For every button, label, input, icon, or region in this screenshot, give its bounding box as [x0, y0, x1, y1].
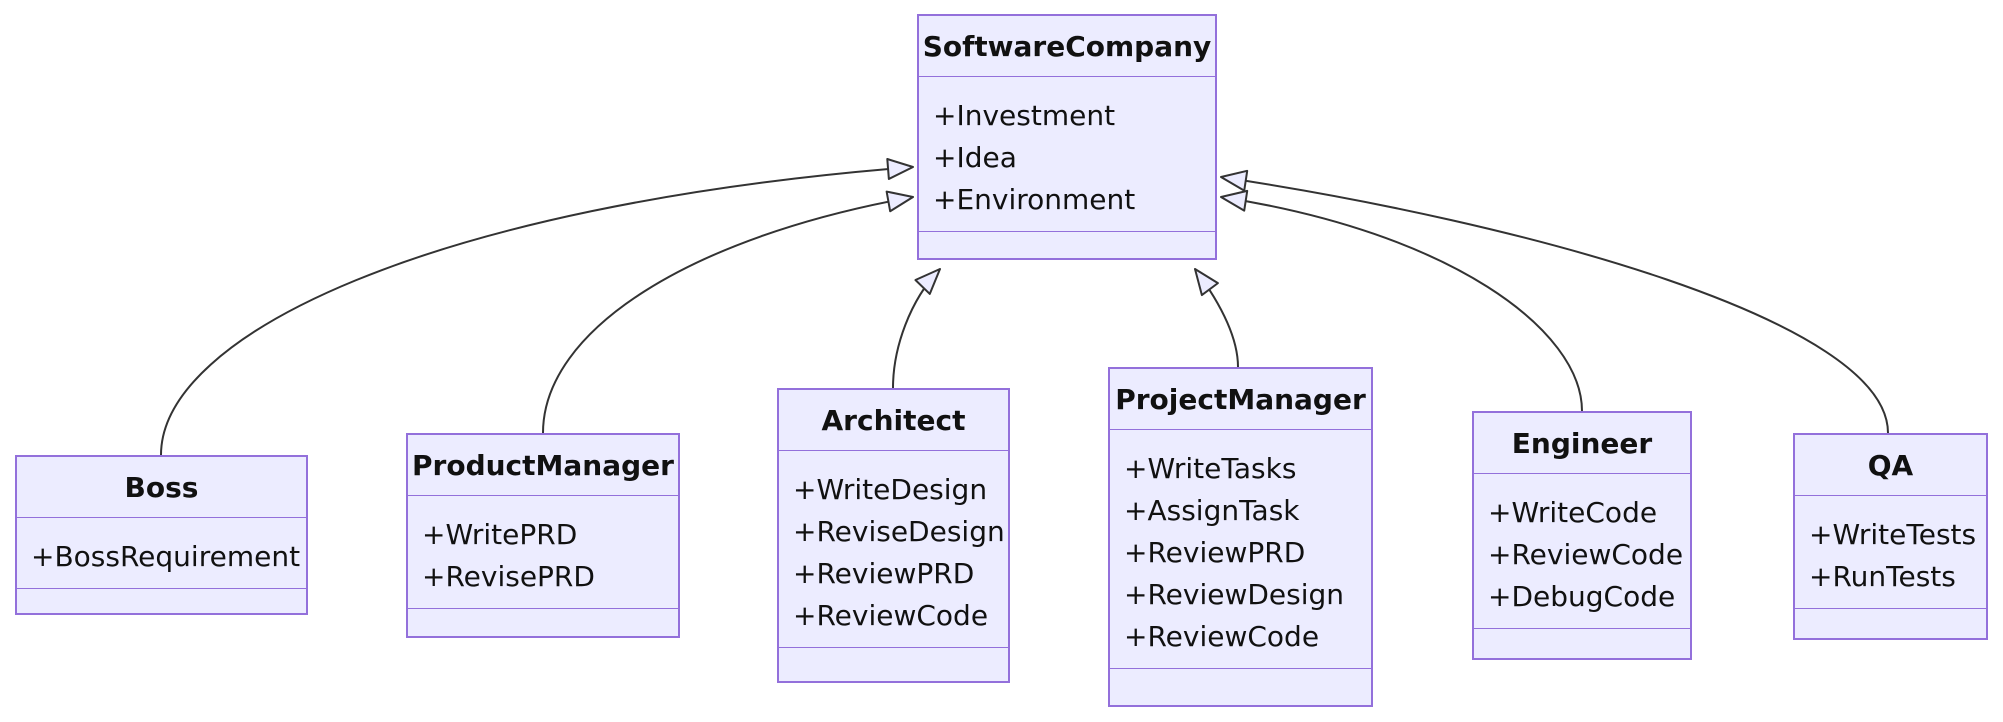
attribute: +ReviewCode [793, 599, 989, 632]
edge-engineer-softwarecompany [1220, 189, 1583, 412]
class-methods-empty [919, 231, 1215, 258]
attribute: +DebugCode [1488, 580, 1676, 613]
attribute: +WriteTests [1809, 518, 1977, 551]
attribute: +ReviewDesign [1124, 578, 1345, 611]
class-methods-empty [779, 647, 1008, 681]
class-softwarecompany: SoftwareCompany +Investment +Idea +Envir… [917, 14, 1217, 260]
attribute: +WriteDesign [793, 473, 988, 506]
attribute: +WriteTasks [1124, 452, 1297, 485]
attribute: +BossRequirement [31, 540, 301, 573]
class-methods-empty [1795, 608, 1986, 638]
class-attributes: +WriteDesign +ReviseDesign +ReviewPRD +R… [779, 451, 1008, 647]
class-attributes: +BossRequirement [17, 518, 306, 588]
attribute: +ReviewPRD [1124, 536, 1306, 569]
attribute: +RevisePRD [422, 560, 595, 593]
class-title: QA [1795, 435, 1986, 496]
class-boss: Boss +BossRequirement [15, 455, 308, 615]
class-attributes: +WriteTests +RunTests [1795, 496, 1986, 608]
class-methods-empty [408, 608, 678, 636]
class-title: Boss [17, 457, 306, 518]
class-title: ProjectManager [1110, 369, 1371, 430]
attribute: +ReviewPRD [793, 557, 975, 590]
class-methods-empty [1474, 628, 1690, 658]
class-projectmanager: ProjectManager +WriteTasks +AssignTask +… [1108, 367, 1373, 707]
class-attributes: +WriteCode +ReviewCode +DebugCode [1474, 474, 1690, 628]
edge-boss-softwarecompany [160, 157, 914, 456]
class-title: Architect [779, 390, 1008, 451]
attribute: +Investment [933, 99, 1116, 132]
class-productmanager: ProductManager +WritePRD +RevisePRD [406, 433, 680, 638]
class-engineer: Engineer +WriteCode +ReviewCode +DebugCo… [1472, 411, 1692, 660]
class-attributes: +Investment +Idea +Environment [919, 77, 1215, 231]
attribute: +ReviseDesign [793, 515, 1005, 548]
attribute: +WritePRD [422, 518, 578, 551]
attribute: +WriteCode [1488, 496, 1658, 529]
class-methods-empty [1110, 668, 1371, 705]
attribute: +RunTests [1809, 560, 1956, 593]
attribute: +Environment [933, 183, 1136, 216]
attribute: +Idea [933, 141, 1017, 174]
class-title: SoftwareCompany [919, 16, 1215, 77]
class-title: Engineer [1474, 413, 1690, 474]
edge-projectmanager-softwarecompany [1194, 268, 1239, 368]
edge-productmanager-softwarecompany [542, 190, 914, 434]
class-attributes: +WritePRD +RevisePRD [408, 496, 678, 608]
attribute: +ReviewCode [1124, 620, 1320, 653]
attribute: +ReviewCode [1488, 538, 1684, 571]
class-methods-empty [17, 588, 306, 613]
class-attributes: +WriteTasks +AssignTask +ReviewPRD +Revi… [1110, 430, 1371, 668]
attribute: +AssignTask [1124, 494, 1300, 527]
class-title: ProductManager [408, 435, 678, 496]
class-qa: QA +WriteTests +RunTests [1793, 433, 1988, 640]
edge-qa-softwarecompany [1220, 169, 1889, 434]
edge-architect-softwarecompany [892, 268, 941, 389]
class-architect: Architect +WriteDesign +ReviseDesign +Re… [777, 388, 1010, 683]
